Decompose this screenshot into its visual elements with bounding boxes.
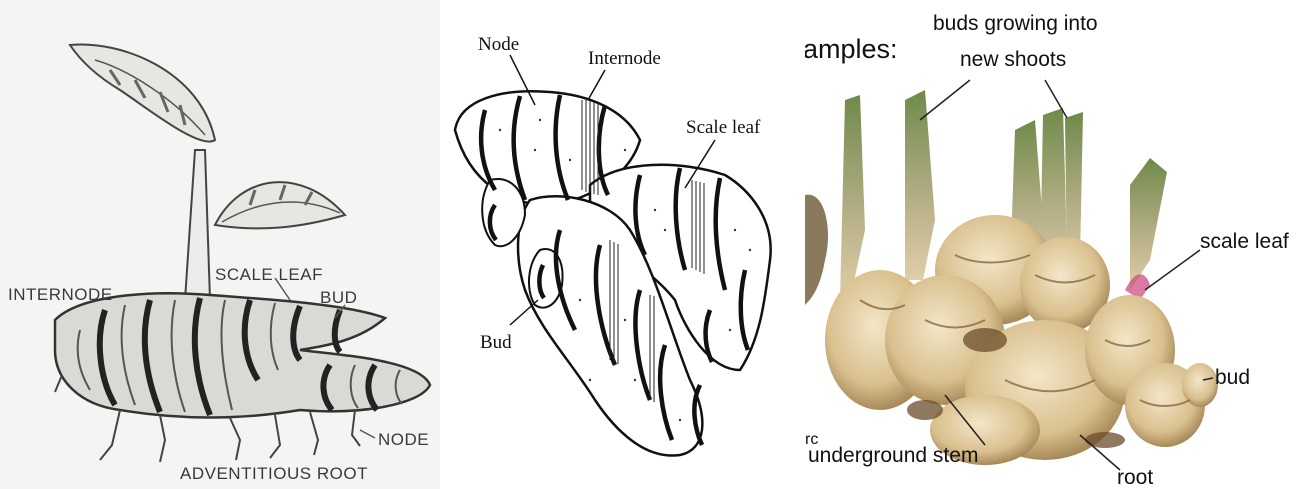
bud-label: Bud — [480, 332, 512, 353]
rhizome-photo-panel: amples: buds growing into new shoots sca… — [805, 0, 1301, 489]
partial-image-edge — [805, 195, 828, 305]
rhizome-bulbs — [825, 215, 1218, 465]
rhizome-line-drawing-panel: Node Internode Scale leaf Bud — [440, 0, 805, 489]
buds-label-line2: new shoots — [960, 48, 1066, 71]
buds-label-line1: buds growing into — [933, 12, 1098, 35]
scale-leaf-label: scale leaf — [1200, 230, 1289, 253]
scale-leaf-label: SCALE LEAF — [215, 265, 323, 284]
underground-stem-label: underground stem — [808, 444, 978, 467]
rhizome-sketch-drawing: INTERNODE SCALE LEAF BUD NODE ADVENTITIO… — [0, 0, 440, 489]
node-label: Node — [478, 34, 519, 55]
scale-leaf-label: Scale leaf — [686, 117, 761, 138]
root-label: root — [1117, 466, 1153, 489]
shoot-stem — [185, 150, 210, 300]
rhizome-sketch-panel: INTERNODE SCALE LEAF BUD NODE ADVENTITIO… — [0, 0, 440, 489]
rhizome-line-drawing: Node Internode Scale leaf Bud — [440, 0, 805, 489]
bud-label: bud — [1215, 366, 1250, 389]
rhizome-photo-illustration: amples: buds growing into new shoots sca… — [805, 0, 1301, 489]
node-label: NODE — [378, 430, 429, 449]
internode-label: INTERNODE — [8, 285, 113, 304]
internode-label: Internode — [588, 48, 661, 69]
text-fragment: rc — [805, 431, 818, 448]
adventitious-root-label: ADVENTITIOUS ROOT — [180, 464, 368, 483]
leaf-shape — [215, 182, 345, 228]
heading-fragment: amples: — [805, 34, 898, 64]
bud-label: BUD — [320, 288, 357, 307]
